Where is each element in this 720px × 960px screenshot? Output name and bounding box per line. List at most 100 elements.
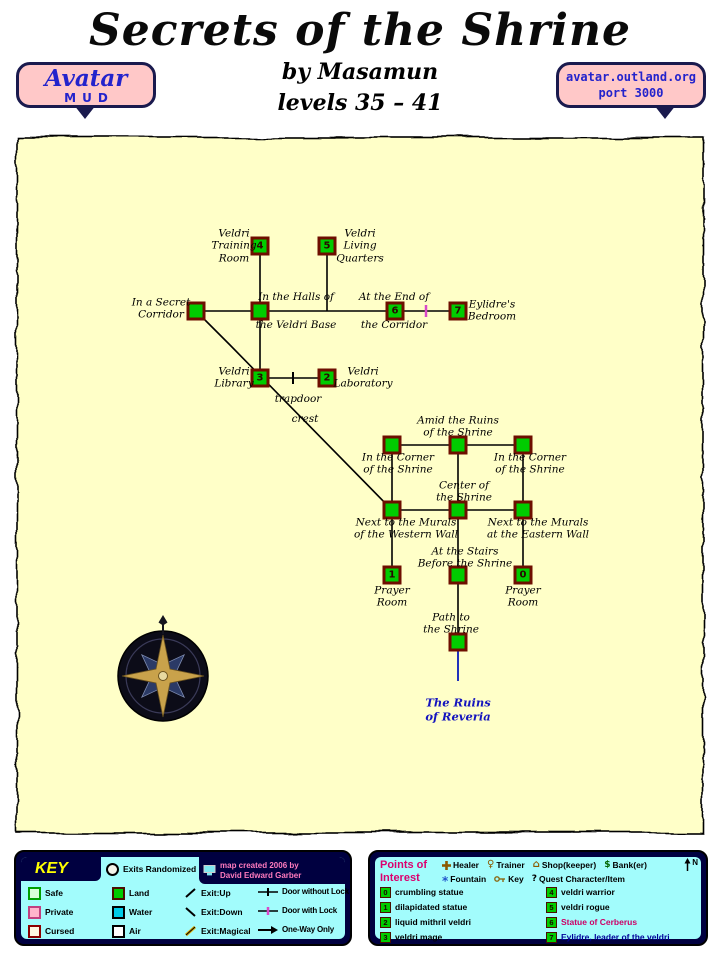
label-corner-east: In the Corner of the Shrine	[493, 451, 567, 476]
label-end-top: At the End of	[358, 290, 430, 303]
key-exit-up: Exit:Up	[184, 887, 231, 899]
bank-icon: $	[604, 859, 611, 870]
poi-service-label: Fountain	[450, 873, 487, 884]
exit-up-icon	[185, 888, 196, 898]
label-center-shrine: Center of the Shrine	[436, 479, 492, 504]
room-path-to-shrine	[448, 632, 468, 652]
poi-entry-text: Eylidre, leader of the veldri	[561, 932, 670, 943]
compass-fleur-icon	[158, 615, 168, 634]
key-label: Door with Lock	[282, 906, 337, 915]
quest-icon: ?	[531, 873, 537, 884]
poi-entry-7: 7 Eylidre, leader of the veldri	[546, 932, 670, 943]
server-port: port 3000	[598, 85, 664, 100]
poi-number-tile: 7	[546, 932, 557, 943]
points-of-interest: Points of Interest Healer ♀ Trainer ⌂ Sh…	[368, 850, 708, 946]
key-label: Cursed	[45, 926, 75, 937]
label-secret-corridor: In a Secret Corridor	[131, 296, 191, 321]
poi-entry-0: 0 crumbling statue	[380, 887, 463, 898]
label-veldri-library: Veldri Library	[214, 365, 254, 390]
key-label: Land	[129, 888, 150, 899]
north-arrow-icon	[684, 858, 691, 871]
air-terrain-icon	[112, 925, 125, 938]
room-number: 1	[388, 569, 396, 580]
room-number: 7	[454, 305, 462, 316]
label-amid-ruins: Amid the Ruins of the Shrine	[417, 414, 499, 439]
room-veldri-laboratory: 2	[317, 368, 337, 388]
poi-entry-text: veldri mage	[395, 932, 443, 943]
label-trapdoor: trapdoor	[274, 392, 322, 405]
key-label: Exit:Up	[201, 887, 231, 898]
room-veldri-library: 3	[250, 368, 270, 388]
poi-services-row-2: * Fountain Key ? Quest Character/Item	[442, 873, 625, 887]
label-prayer-east: Prayer Room	[505, 584, 541, 609]
poi-trainer: ♀ Trainer	[487, 860, 525, 870]
room-prayer-east: 0	[513, 565, 533, 585]
key-title-patch: KEY	[21, 857, 101, 881]
key-label: One-Way Only	[282, 925, 334, 934]
poi-entry-1: 1 dilapidated statue	[380, 902, 467, 913]
key-title: KEY	[35, 860, 68, 877]
label-veldri-laboratory: Veldri Laboratory	[333, 365, 393, 390]
label-prayer-west: Prayer Room	[374, 584, 410, 609]
room-connections	[196, 246, 524, 642]
room-halls-of-veldri-base	[250, 301, 270, 321]
label-path-to-shrine: Path to the Shrine	[423, 611, 479, 636]
key-water: Water	[112, 906, 152, 919]
poi-service-label: Quest Character/Item	[539, 873, 625, 884]
badge-tail	[654, 105, 676, 119]
compass-rose	[117, 630, 209, 722]
poi-entry-5: 5 veldri rogue	[546, 902, 610, 913]
label-stairs: At the Stairs Before the Shrine	[417, 545, 513, 570]
mud-label: MUD	[64, 91, 114, 106]
exit-magical-icon	[185, 925, 196, 937]
poi-title: Points of Interest	[380, 859, 428, 885]
server-address-badge: avatar.outland.org port 3000	[556, 62, 706, 119]
poi-quest: ? Quest Character/Item	[531, 873, 625, 884]
poi-number-tile: 3	[380, 932, 391, 943]
room-center-of-shrine	[448, 500, 468, 520]
room-end-of-corridor: 6	[385, 301, 405, 321]
trainer-icon: ♀	[487, 859, 495, 870]
poi-number-tile: 4	[546, 887, 557, 898]
poi-service-label: Trainer	[496, 859, 525, 870]
key-label: Exit:Magical	[201, 925, 251, 936]
room-number: 4	[256, 240, 264, 251]
poi-healer: Healer	[442, 859, 479, 870]
label-zone-exit-ruins-of-reveria: The Ruins of Reveria	[425, 695, 491, 723]
key-air: Air	[112, 925, 141, 938]
cursed-room-icon	[28, 925, 41, 938]
healer-icon	[442, 860, 451, 870]
room-veldri-living-quarters: 5	[317, 236, 337, 256]
key-private: Private	[28, 906, 73, 919]
key-exit-magical: Exit:Magical	[184, 925, 251, 937]
room-number: 6	[391, 305, 399, 316]
room-veldri-training: 4	[250, 236, 270, 256]
label-end-bottom: the Corridor	[360, 318, 428, 331]
room-corner-east	[513, 435, 533, 455]
key-label: Exits Randomized	[123, 864, 197, 875]
poi-entry-text: dilapidated statue	[395, 902, 468, 913]
poi-service-label: Shop(keeper)	[541, 859, 597, 870]
poi-entry-2: 2 liquid mithril veldri	[380, 917, 471, 928]
room-number: 5	[323, 240, 331, 251]
key-label: Private	[45, 907, 74, 918]
label-veldri-living: Veldri Living Quarters	[336, 227, 384, 265]
room-amid-ruins	[448, 435, 468, 455]
room-secret-corridor	[186, 301, 206, 321]
poi-service-label: Key	[508, 873, 524, 884]
credit-text: map created 2006 by David Edward Garber	[220, 861, 302, 880]
safe-room-icon	[28, 887, 41, 900]
server-host: avatar.outland.org	[565, 70, 697, 84]
label-halls-top: In the Halls of	[258, 290, 334, 303]
room-murals-east	[513, 500, 533, 520]
poi-fountain: * Fountain	[442, 873, 487, 887]
poi-service-label: Healer	[453, 859, 479, 870]
author-byline: by Masamun	[281, 59, 439, 85]
label-veldri-training: Veldri Training Room	[211, 227, 257, 265]
key-label: Safe	[45, 888, 63, 899]
label-eylidres-bedroom: Eylidre's Bedroom	[467, 298, 517, 323]
avatar-mud-badge: Avatar MUD	[16, 62, 156, 119]
key-label: Exit:Down	[201, 906, 243, 917]
poi-shop: ⌂ Shop(keeper)	[533, 860, 597, 870]
